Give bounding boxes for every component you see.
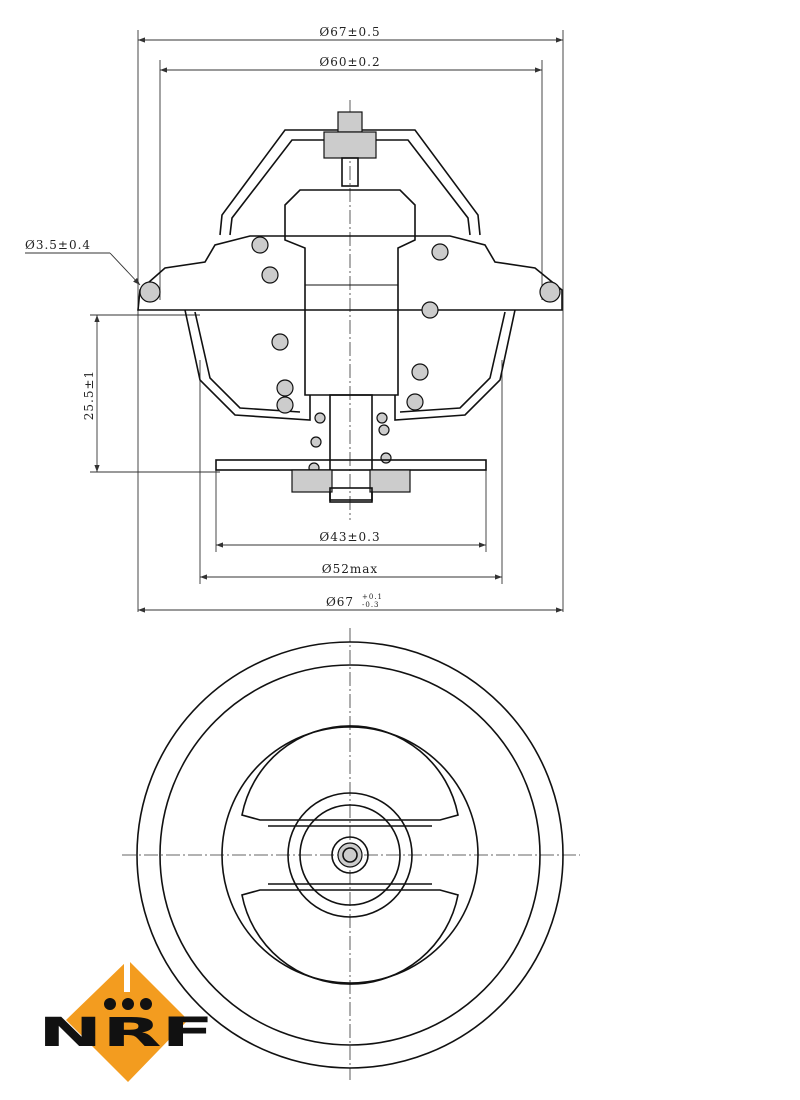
dim-outer-diameter: Ø67±0.5 [319,25,380,39]
dim-height: 25.5±1 [82,370,96,420]
logo-text: NRF [38,1010,214,1056]
nrf-logo: NRF [38,958,214,1082]
dim-bottom-tol-lower: -0.3 [362,601,380,609]
dim-seal-diameter: Ø3.5±0.4 [25,238,91,252]
dim-valve-diameter: Ø43±0.3 [319,530,380,544]
top-view [122,628,580,1080]
dim-bottom-tol-upper: +0.1 [362,593,383,601]
dim-flange-diameter: Ø60±0.2 [319,55,380,69]
dimension-lines [25,30,564,613]
dim-max-diameter: Ø52max [322,562,378,576]
dim-bottom-diameter: Ø67 [326,595,354,609]
side-view [137,100,563,520]
